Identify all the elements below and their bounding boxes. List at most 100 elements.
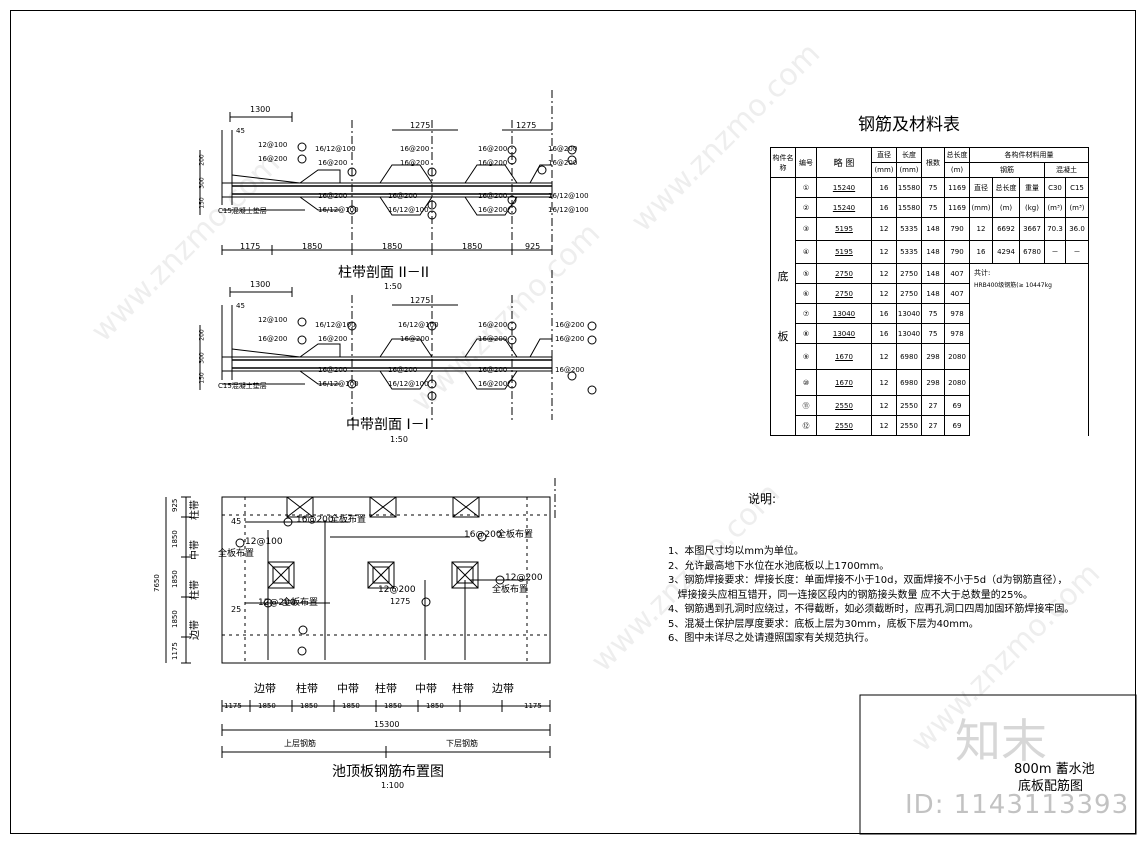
- qty-cell: 12: [969, 217, 993, 241]
- row-count: 27: [921, 415, 945, 436]
- dim-300: 300: [198, 352, 206, 364]
- drawing-frame: [10, 10, 1136, 834]
- total-note: 共计: HRB400级钢筋(≥ 10447kg: [969, 263, 1089, 436]
- rebar-label: 16/12@100: [315, 321, 356, 329]
- plan-total: 15300: [374, 720, 400, 729]
- th-sketch: 略 图: [816, 147, 872, 178]
- upper-rebar: 上层钢筋: [284, 739, 316, 748]
- plan-label: 12@200: [378, 585, 416, 595]
- row-len: 15580: [896, 177, 922, 198]
- watermark-id: ID: 1143113393: [905, 790, 1130, 820]
- row-len: 2750: [896, 263, 922, 284]
- rebar-label: 16@200: [258, 335, 288, 343]
- rebar-label: 16@200: [400, 335, 430, 343]
- row-dia: 12: [871, 369, 897, 396]
- row-dia: 12: [871, 415, 897, 436]
- row-total: 2080: [944, 369, 970, 396]
- dim-bottom: 1850: [302, 242, 323, 251]
- plan-title: 池顶板钢筋布置图: [332, 764, 444, 780]
- row-dia: 16: [871, 323, 897, 344]
- titleblock-line1: 800m 蓄水池: [1014, 762, 1095, 777]
- row-len: 2550: [896, 415, 922, 436]
- th-no: 编号: [795, 147, 817, 178]
- plan-dim: 1850: [342, 702, 360, 710]
- sub-h: C15: [1065, 177, 1089, 198]
- row-no: ⑤: [795, 263, 817, 284]
- plan-scale: 1:100: [381, 781, 405, 790]
- dim-200: 200: [198, 329, 206, 341]
- row-dia: 16: [871, 197, 897, 218]
- qty-cell: 6692: [992, 217, 1020, 241]
- plan-label: 16@200: [464, 530, 502, 540]
- concrete-label: C15混凝土垫层: [218, 382, 267, 390]
- th-steel: 钢筋: [969, 162, 1045, 178]
- row-total: 2080: [944, 343, 970, 370]
- dim-bottom: 925: [525, 242, 541, 251]
- title-block: [859, 694, 1137, 835]
- plan-label: 全板布置: [330, 515, 367, 525]
- plan-label: 12@200: [258, 598, 296, 608]
- rebar-label: 16@200: [478, 206, 508, 214]
- row-sketch: 13040: [816, 323, 872, 344]
- row-sketch: 5195: [816, 240, 872, 264]
- row-dia: 16: [871, 177, 897, 198]
- part-name: 底板: [770, 177, 796, 436]
- plan-dim: 1850: [258, 702, 276, 710]
- row-no: ④: [795, 240, 817, 264]
- plan-dim: 1175: [224, 702, 242, 710]
- plan-label: 12@200: [505, 573, 543, 583]
- note-item: 2、允许最高地下水位在水池底板以上1700mm。: [668, 560, 890, 572]
- rebar-label: 12@100: [258, 316, 288, 324]
- band-name: 柱带: [452, 682, 474, 695]
- dim-left: 1850: [171, 570, 179, 588]
- dim-1275: 1275: [516, 121, 537, 130]
- rebar-label: 16@200: [548, 159, 578, 167]
- section-1-scale: 1:50: [390, 435, 408, 444]
- qty-cell: －: [1044, 240, 1066, 264]
- note-item: 5、混凝土保护层厚度要求：底板上层为30mm，底板下层为40mm。: [668, 618, 979, 630]
- row-sketch: 1670: [816, 343, 872, 370]
- dim-200: 200: [198, 154, 206, 166]
- rebar-label: 16@200: [548, 145, 578, 153]
- rebar-label: 16/12@100: [548, 192, 589, 200]
- row-count: 298: [921, 343, 945, 370]
- note-item: 焊接接头应相互错开，同一连接区段内的钢筋接头数量 应不大于总数量的25%。: [668, 589, 1033, 601]
- side-band: 柱带: [190, 580, 201, 600]
- row-sketch: 1670: [816, 369, 872, 396]
- row-total: 69: [944, 395, 970, 416]
- sub-h: 重量: [1019, 177, 1045, 198]
- rebar-label: 16/12@100: [318, 206, 359, 214]
- qty-cell: 36.0: [1065, 217, 1089, 241]
- dim-1300: 1300: [250, 280, 271, 289]
- row-count: 148: [921, 217, 945, 241]
- qty-cell: 4294: [992, 240, 1020, 264]
- row-total: 69: [944, 415, 970, 436]
- plan-label: 全板布置: [282, 598, 319, 608]
- sub-h: 总长度: [992, 177, 1020, 198]
- th-concrete: 混凝土: [1044, 162, 1089, 178]
- note-item: 1、本图尺寸均以mm为单位。: [668, 546, 804, 557]
- row-count: 27: [921, 395, 945, 416]
- dim-bottom: 1850: [382, 242, 403, 251]
- section-2-scale: 1:50: [384, 282, 402, 291]
- row-len: 2750: [896, 283, 922, 304]
- dim-45: 45: [236, 302, 245, 310]
- plan-label: 45: [231, 517, 242, 526]
- dim-bottom: 1175: [240, 242, 261, 251]
- notes-list: 1、本图尺寸均以mm为单位。 2、允许最高地下水位在水池底板以上1700mm。 …: [668, 545, 1074, 647]
- row-no: ⑩: [795, 369, 817, 396]
- row-len: 13040: [896, 303, 922, 324]
- note-item: 4、钢筋遇到孔洞时应绕过，不得截断，如必须截断时，应再孔洞口四周加固环筋焊接牢固…: [668, 604, 1075, 615]
- row-no: ①: [795, 177, 817, 198]
- rebar-label: 16@200: [478, 380, 508, 388]
- th-total-unit: (m): [944, 162, 970, 178]
- note-item: 6、图中未详尽之处请遵照国家有关规范执行。: [668, 633, 875, 644]
- row-no: ⑪: [795, 395, 817, 416]
- row-total: 1169: [944, 197, 970, 218]
- dim-height: 7650: [153, 574, 161, 592]
- dim-left: 1175: [171, 642, 179, 660]
- dim-1275: 1275: [410, 121, 431, 130]
- row-total: 978: [944, 323, 970, 344]
- row-total: 1169: [944, 177, 970, 198]
